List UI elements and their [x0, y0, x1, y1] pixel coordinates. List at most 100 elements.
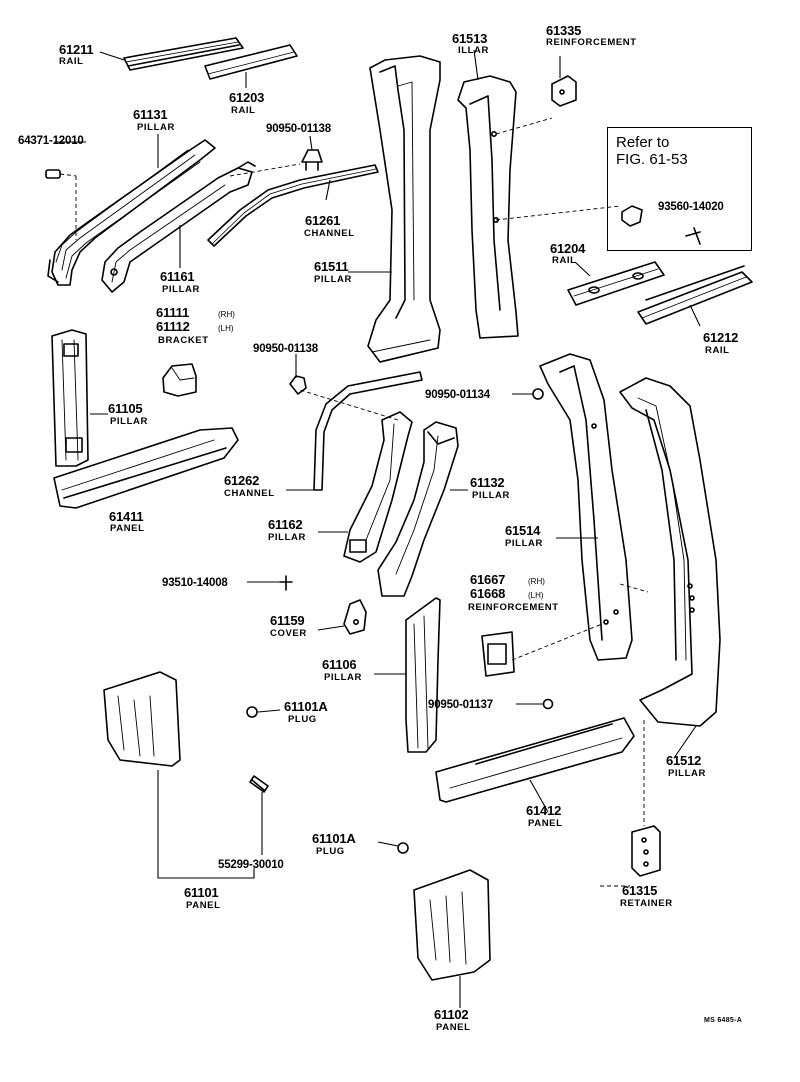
part-number: 90950-01134 — [425, 389, 490, 401]
ref-line-1: Refer to — [616, 134, 670, 151]
part-name: PILLAR — [268, 532, 306, 543]
part-number: 90950-01138 — [253, 343, 318, 355]
part-number: 90950-01137 — [428, 699, 493, 711]
part-61211-rail — [123, 37, 244, 71]
leader-lines — [54, 49, 701, 1008]
part-number: 61511 — [314, 259, 349, 274]
alignment-dashes — [59, 117, 649, 887]
part-number: 61101 — [184, 885, 219, 900]
part-61512-pillar — [619, 377, 721, 727]
part-number: 93510-14008 — [162, 577, 228, 589]
part-name: REINFORCEMENT — [546, 37, 637, 48]
part-61514-pillar — [539, 353, 633, 661]
reference-box: Refer to FIG. 61-53 — [607, 127, 752, 251]
part-name: RAIL — [705, 345, 730, 356]
part-number: 61411 — [109, 509, 144, 524]
part-name: BRACKET — [158, 335, 209, 346]
part-90950-01134-clip — [532, 388, 544, 400]
part-number: 61106 — [322, 657, 357, 672]
lh-tag: (LH) — [528, 591, 544, 600]
part-90950-01138-clip — [301, 149, 323, 171]
part-number: 61512 — [666, 753, 702, 768]
part-number-lh: 61112 — [156, 319, 190, 334]
part-93510-14008-bolt — [279, 575, 293, 591]
part-61667-reinforcement — [481, 631, 515, 677]
part-name: RAIL — [59, 56, 84, 67]
part-number: 61514 — [505, 523, 541, 538]
part-number: 61261 — [305, 213, 341, 228]
part-number: 61132 — [470, 475, 505, 490]
part-61106-pillar — [405, 597, 441, 753]
part-number: 61412 — [526, 803, 562, 818]
part-61111-bracket — [162, 363, 197, 397]
part-number: 55299-30010 — [218, 859, 284, 871]
part-name: COVER — [270, 628, 307, 639]
part-number: 93560-14020 — [658, 201, 724, 213]
part-61131-pillar — [47, 139, 216, 286]
part-name: PILLAR — [324, 672, 362, 683]
part-90950-01138-clip-b — [289, 375, 307, 395]
part-93560-14020-nut — [621, 205, 701, 245]
part-61132-pillar — [377, 421, 459, 597]
part-61102-panel — [413, 869, 491, 981]
part-number: 61161 — [160, 269, 195, 284]
part-61101a-plug-b — [397, 842, 409, 854]
part-61513-illar — [457, 75, 519, 339]
drawing-code: MS 6485-A — [704, 1017, 743, 1024]
part-name: PILLAR — [110, 416, 148, 427]
lh-tag: (LH) — [218, 324, 234, 333]
part-number: 61315 — [622, 883, 658, 898]
part-number: 61513 — [452, 31, 488, 46]
part-61412-panel — [435, 717, 635, 803]
part-name: PANEL — [528, 818, 563, 829]
part-name: PILLAR — [137, 122, 175, 133]
part-61101-panel — [103, 671, 181, 767]
part-number: 61101A — [284, 699, 328, 714]
part-name: PILLAR — [314, 274, 352, 285]
part-number: 61101A — [312, 831, 356, 846]
rh-tag: (RH) — [528, 577, 545, 586]
part-name: PILLAR — [472, 490, 510, 501]
part-number: 61159 — [270, 613, 305, 628]
part-number-lh: 61668 — [470, 586, 506, 601]
part-number-rh: 61667 — [470, 572, 506, 587]
part-61159-cover — [343, 599, 367, 635]
part-name: CHANNEL — [224, 488, 275, 499]
part-name: PANEL — [110, 523, 145, 534]
part-name: PLUG — [288, 714, 317, 725]
part-64371-12010 — [45, 169, 61, 179]
part-61203-rail — [204, 44, 298, 80]
part-name: ILLAR — [458, 45, 489, 56]
part-number: 61162 — [268, 517, 303, 532]
part-61261-channel — [207, 164, 379, 247]
part-name: PILLAR — [668, 768, 706, 779]
part-number: 61102 — [434, 1007, 469, 1022]
part-name: RETAINER — [620, 898, 673, 909]
part-name: PILLAR — [505, 538, 543, 549]
part-number: 61203 — [229, 90, 265, 105]
part-name: CHANNEL — [304, 228, 355, 239]
part-61161-pillar — [101, 161, 256, 293]
part-55299-30010-pin — [249, 775, 269, 793]
ref-line-2: FIG. 61-53 — [616, 151, 688, 168]
part-61315-retainer — [631, 825, 661, 877]
part-name: PANEL — [436, 1022, 471, 1033]
part-number: 61212 — [703, 330, 739, 345]
part-name: PILLAR — [162, 284, 200, 295]
part-number: 61211 — [59, 42, 94, 57]
part-61212-rail — [637, 265, 753, 325]
part-61411-panel — [53, 427, 239, 509]
part-number: 61105 — [108, 401, 143, 416]
part-61262-channel — [313, 371, 423, 491]
part-61101a-plug — [246, 706, 258, 718]
part-61204-rail — [567, 261, 665, 306]
part-name: REINFORCEMENT — [468, 602, 559, 613]
part-61511-pillar — [367, 55, 441, 363]
part-name: RAIL — [552, 255, 577, 266]
part-name: PANEL — [186, 900, 221, 911]
part-number: 61335 — [546, 23, 582, 38]
part-number: 64371-12010 — [18, 135, 84, 147]
part-number: 61204 — [550, 241, 586, 256]
part-number: 61262 — [224, 473, 260, 488]
